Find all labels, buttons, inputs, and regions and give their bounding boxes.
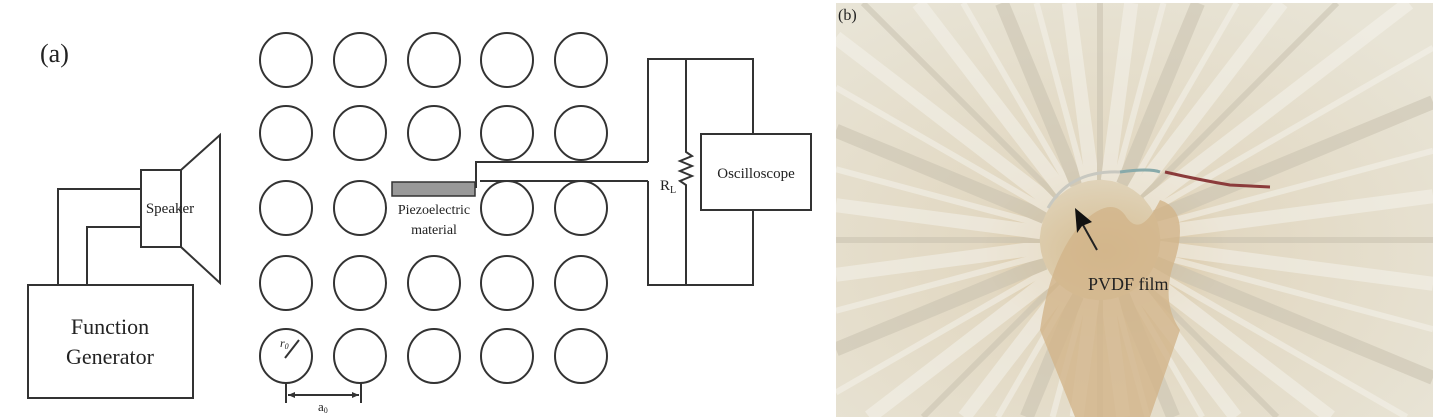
pvdf-film-label: PVDF film — [1088, 274, 1169, 294]
cylinder — [333, 180, 387, 236]
cylinder — [554, 105, 608, 161]
function-generator-label-2: Generator — [66, 344, 155, 369]
resistor-icon — [677, 59, 695, 285]
photo-texture — [865, 270, 1057, 417]
speaker-label: Speaker — [146, 201, 194, 217]
cylinder — [407, 328, 461, 384]
photo-texture — [1061, 3, 1100, 182]
photo-texture — [1127, 3, 1240, 190]
piezo-material — [391, 181, 476, 197]
cylinder — [407, 105, 461, 161]
lead-upper — [475, 161, 648, 188]
oscilloscope-box — [700, 133, 812, 211]
radius-line — [284, 339, 300, 359]
cylinder — [407, 32, 461, 88]
cylinder — [333, 328, 387, 384]
photo-texture — [1112, 3, 1167, 183]
cylinder — [333, 105, 387, 161]
cylinder — [480, 105, 534, 161]
cylinder — [259, 255, 313, 311]
photo-texture — [1143, 270, 1335, 417]
cylinder — [480, 328, 534, 384]
arrow-left-icon — [288, 392, 295, 398]
cylinder — [259, 32, 313, 88]
circuit-top — [647, 58, 754, 162]
photo-texture — [960, 3, 1073, 190]
cylinder — [554, 180, 608, 236]
resistor-label: RL — [660, 178, 676, 196]
photo-texture — [1152, 95, 1433, 224]
photo-texture — [1158, 189, 1433, 240]
function-generator-label-1: Function — [71, 314, 149, 339]
photo-texture — [920, 280, 1060, 417]
cylinder — [480, 180, 534, 236]
cylinder — [333, 255, 387, 311]
photo-texture — [1152, 256, 1433, 385]
cylinder — [333, 32, 387, 88]
cylinder — [480, 32, 534, 88]
piezo-label-1: Piezoelectric — [398, 203, 470, 218]
pvdf-photo — [836, 3, 1433, 417]
cylinder — [480, 255, 534, 311]
photo-texture — [836, 198, 1042, 240]
photo-texture — [1158, 240, 1433, 291]
wire-inner — [86, 226, 141, 285]
photo-texture — [1033, 3, 1088, 183]
lattice-label: a0 — [318, 399, 328, 415]
photo-texture — [1100, 3, 1139, 182]
photo-texture — [836, 267, 1050, 396]
cylinder — [554, 255, 608, 311]
photo-texture — [836, 31, 1057, 210]
photo-texture — [1150, 45, 1433, 213]
wire-outer — [57, 188, 141, 285]
cylinder-grid — [259, 32, 608, 384]
speaker-cone — [180, 132, 221, 286]
photo-texture — [860, 3, 1060, 200]
photo-texture — [836, 84, 1050, 213]
pointer-arrow-icon — [1075, 208, 1092, 233]
arrow-right-icon — [352, 392, 359, 398]
panel-a-label: (a) — [40, 39, 69, 68]
photo-texture — [836, 166, 1043, 228]
cylinder — [407, 255, 461, 311]
photo-texture — [1157, 147, 1433, 228]
cylinder — [554, 32, 608, 88]
photo-texture — [836, 252, 1043, 314]
photo-texture — [1143, 3, 1414, 210]
photo-texture — [1116, 3, 1205, 188]
cylinder — [554, 328, 608, 384]
photo-texture — [1140, 3, 1340, 200]
cylinder — [259, 180, 313, 236]
cylinder — [259, 105, 313, 161]
photo-texture — [912, 3, 1070, 197]
photo-texture — [995, 3, 1084, 188]
photo-texture — [1157, 252, 1433, 333]
circuit-bottom — [647, 181, 754, 286]
photo-texture — [836, 256, 1048, 356]
photo-texture — [1130, 3, 1288, 197]
photo-texture — [836, 240, 1042, 282]
panel-b-label: (b) — [838, 7, 857, 24]
photo-texture — [836, 124, 1048, 224]
function-generator-box — [27, 284, 194, 399]
radius-label: r0 — [280, 336, 289, 351]
piezo-label-2: material — [411, 223, 457, 238]
oscilloscope-label: Oscilloscope — [717, 166, 795, 182]
photo-texture — [1150, 267, 1409, 417]
